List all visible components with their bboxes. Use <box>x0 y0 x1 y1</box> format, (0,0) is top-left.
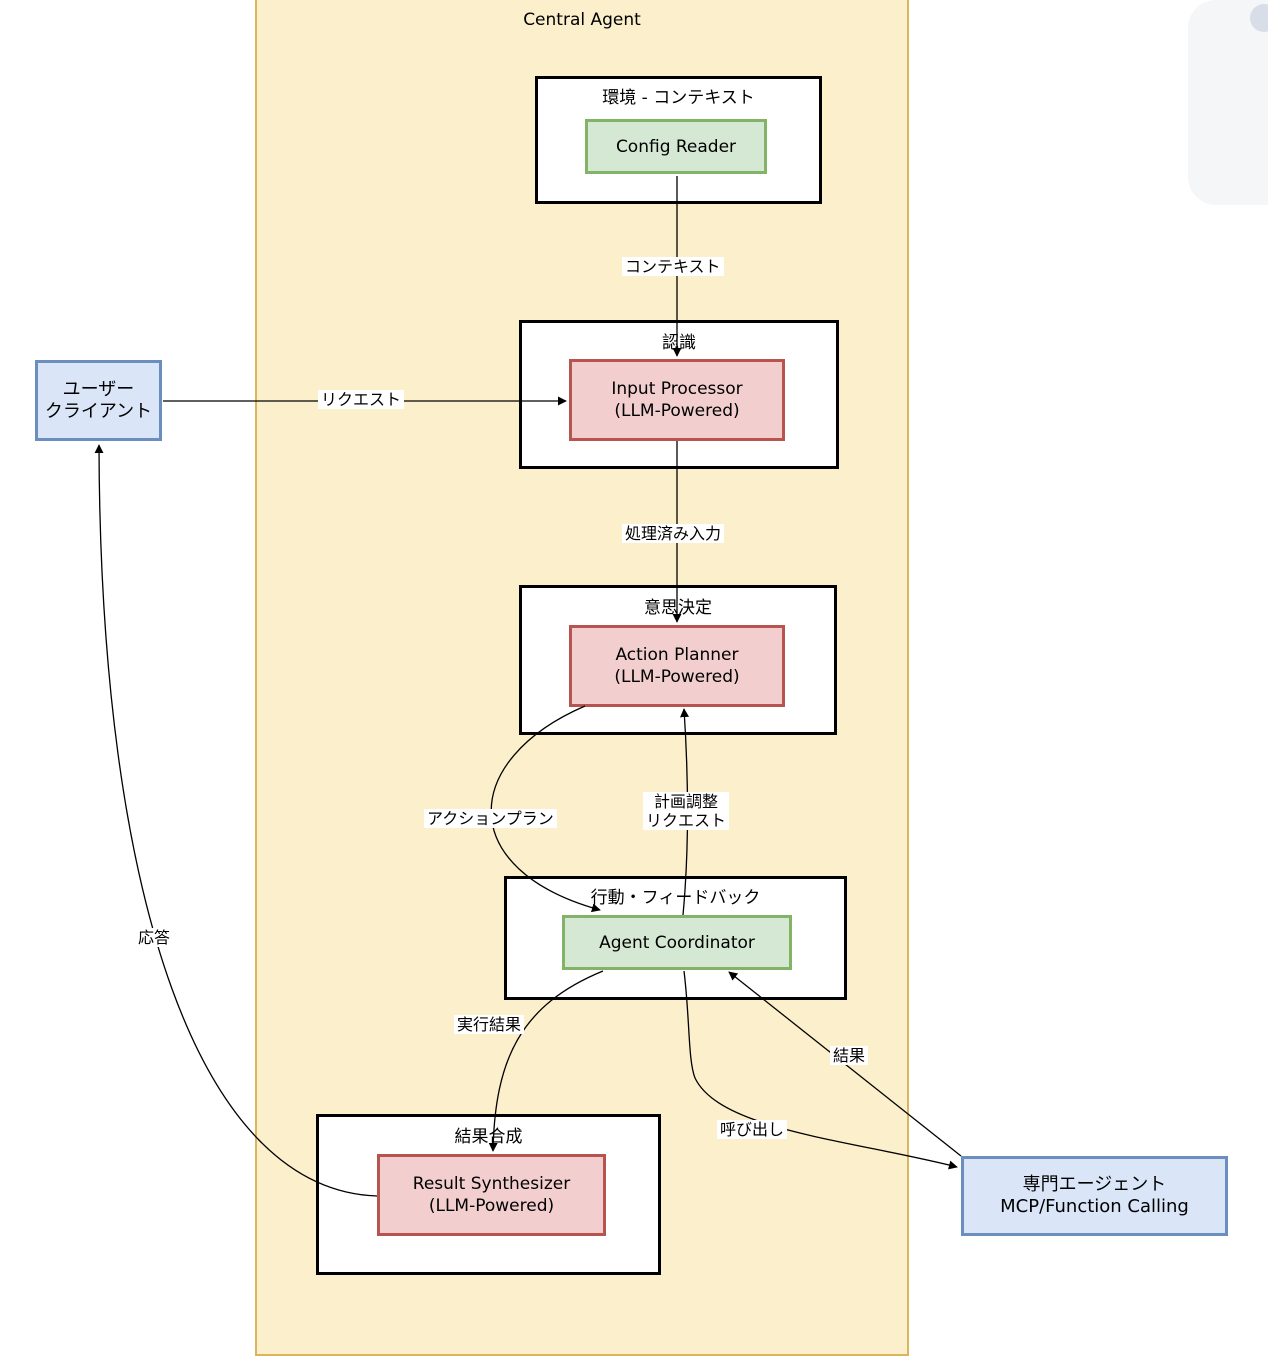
edge-label-exec-result: 実行結果 <box>454 1015 525 1034</box>
edge-label-call: 呼び出し <box>717 1120 788 1139</box>
group-action-feedback-title: 行動・フィードバック <box>590 888 761 908</box>
group-result-synthesis-title: 結果合成 <box>454 1127 523 1147</box>
group-decision-title: 意思決定 <box>644 598 712 618</box>
edge-action-plan-line <box>490 705 601 913</box>
group-recognition-title: 認識 <box>662 333 696 353</box>
input-processor-node[interactable]: Input Processor (LLM-Powered) <box>569 359 785 441</box>
edge-response-line <box>94 444 378 1197</box>
edge-label-request: リクエスト <box>318 390 405 409</box>
edge-label-action-plan: アクションプラン <box>424 809 557 828</box>
swimlane-title: Central Agent <box>523 10 641 30</box>
action-planner-node[interactable]: Action Planner (LLM-Powered) <box>569 625 785 707</box>
edge-exec-result-line <box>488 970 604 1152</box>
group-environment-title: 環境 - コンテキスト <box>602 88 755 108</box>
edge-label-result: 結果 <box>830 1046 869 1065</box>
edge-label-plan-adjust: 計画調整 リクエスト <box>643 792 730 830</box>
edge-label-processed-input: 処理済み入力 <box>622 524 725 543</box>
avatar-icon <box>1250 4 1268 32</box>
config-reader-node[interactable]: Config Reader <box>585 119 767 174</box>
specialist-agent-node[interactable]: 専門エージェント MCP/Function Calling <box>961 1156 1228 1236</box>
agent-coordinator-node[interactable]: Agent Coordinator <box>562 915 792 970</box>
user-client-node[interactable]: ユーザー クライアント <box>35 360 162 441</box>
edge-call-line <box>683 970 958 1170</box>
edge-label-response: 応答 <box>135 928 174 947</box>
edge-label-context: コンテキスト <box>622 257 724 276</box>
background-panel-edge <box>1188 0 1268 205</box>
result-synthesizer-node[interactable]: Result Synthesizer (LLM-Powered) <box>377 1154 606 1236</box>
